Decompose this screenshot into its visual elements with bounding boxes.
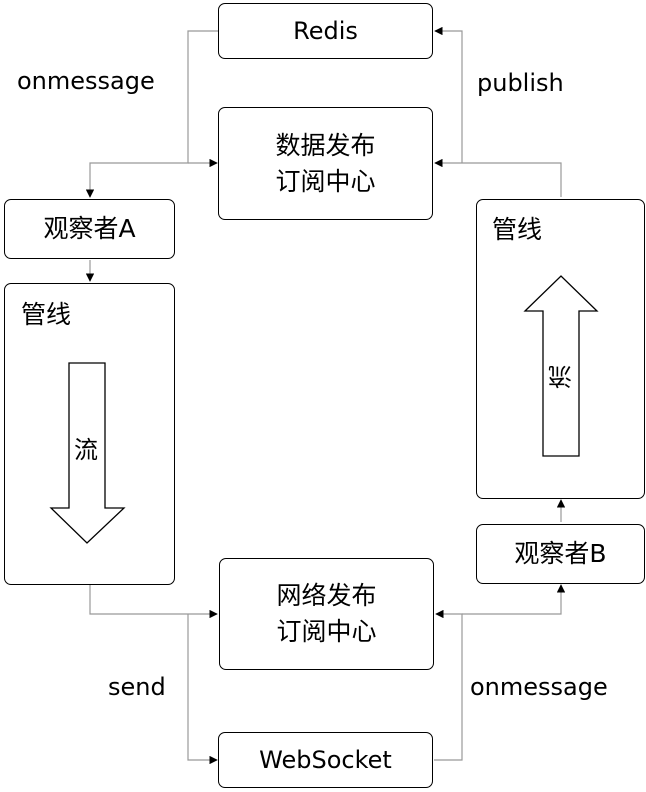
observer-b-label: 观察者B [514,539,607,568]
flow-arrow-down [49,362,126,544]
right-pipeline-title: 管线 [492,215,543,244]
edge-to-observer-b [462,584,566,615]
edge-pipe-to-data-center [434,158,562,197]
send-label: send [108,673,166,701]
edge-websocket-onmessage [434,609,463,761]
websocket-node: WebSocket [218,732,433,788]
redis-node: Redis [218,3,433,59]
net-center-label-line1: 网络发布 [276,581,377,610]
observer-a-node: 观察者A [4,199,175,259]
data-center-label-line2: 订阅中心 [275,166,376,196]
data-center-label-line1: 数据发布 [275,130,376,160]
right-flow-label: 流 [548,362,572,390]
net-center-label-line2: 订阅中心 [276,617,377,646]
edge-publish-to-redis [434,26,463,163]
left-flow-label: 流 [74,436,98,464]
redis-label: Redis [293,17,358,45]
left-pipeline-title: 管线 [21,300,72,329]
websocket-label: WebSocket [259,746,392,774]
right-pipeline [476,199,645,499]
edge-send-to-websocket [187,614,218,765]
edge-redis-to-observer-a [85,30,218,198]
onmessage-bottom-label: onmessage [470,673,608,701]
network-pubsub-center-node: 网络发布 订阅中心 [219,558,434,670]
left-pipeline [4,283,175,585]
flow-arrow-up [523,275,599,457]
edge-pipe-to-net-center [89,585,218,619]
observer-b-node: 观察者B [476,524,645,584]
observer-a-label: 观察者A [43,214,136,243]
onmessage-top-label: onmessage [17,67,155,95]
data-pubsub-center-node: 数据发布 订阅中心 [218,107,433,220]
publish-label: publish [477,69,564,97]
